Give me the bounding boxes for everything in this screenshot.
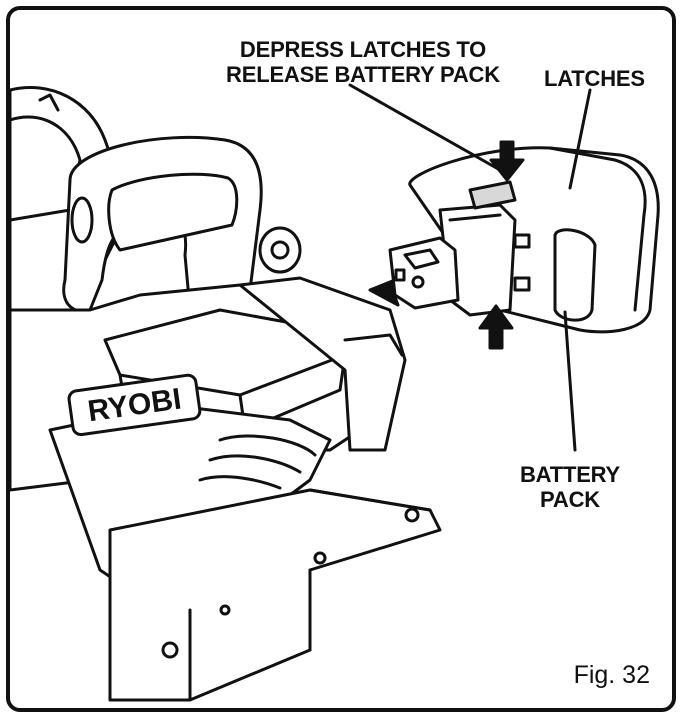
battery-end-cap — [553, 228, 597, 322]
leader-depress — [348, 83, 502, 172]
figure-frame: RYOBI DEPRESS LATCHES TO RELEASE BATTERY… — [6, 6, 676, 712]
blade-guard-rim — [10, 115, 82, 222]
callout-battery-pack: BATTERY PACK — [519, 462, 621, 512]
leader-latches — [568, 88, 592, 190]
latch-tab-top — [513, 233, 531, 249]
brand-plate: RYOBI — [67, 373, 202, 437]
figure-label: Fig. 32 — [573, 661, 650, 689]
latch-highlight — [468, 180, 517, 210]
leader-battery — [563, 310, 577, 452]
press-arrow-down — [489, 140, 525, 182]
saw-illustration: RYOBI — [10, 83, 660, 702]
handle-grip-hole — [70, 196, 94, 244]
callout-latches: LATCHES — [544, 66, 645, 91]
saw-base — [108, 488, 442, 702]
press-arrow-up — [478, 304, 514, 350]
callout-depress-latches: DEPRESS LATCHES TO RELEASE BATTERY PACK — [226, 37, 500, 87]
latch-tab-bottom — [513, 276, 531, 292]
mount-plate — [238, 276, 407, 452]
